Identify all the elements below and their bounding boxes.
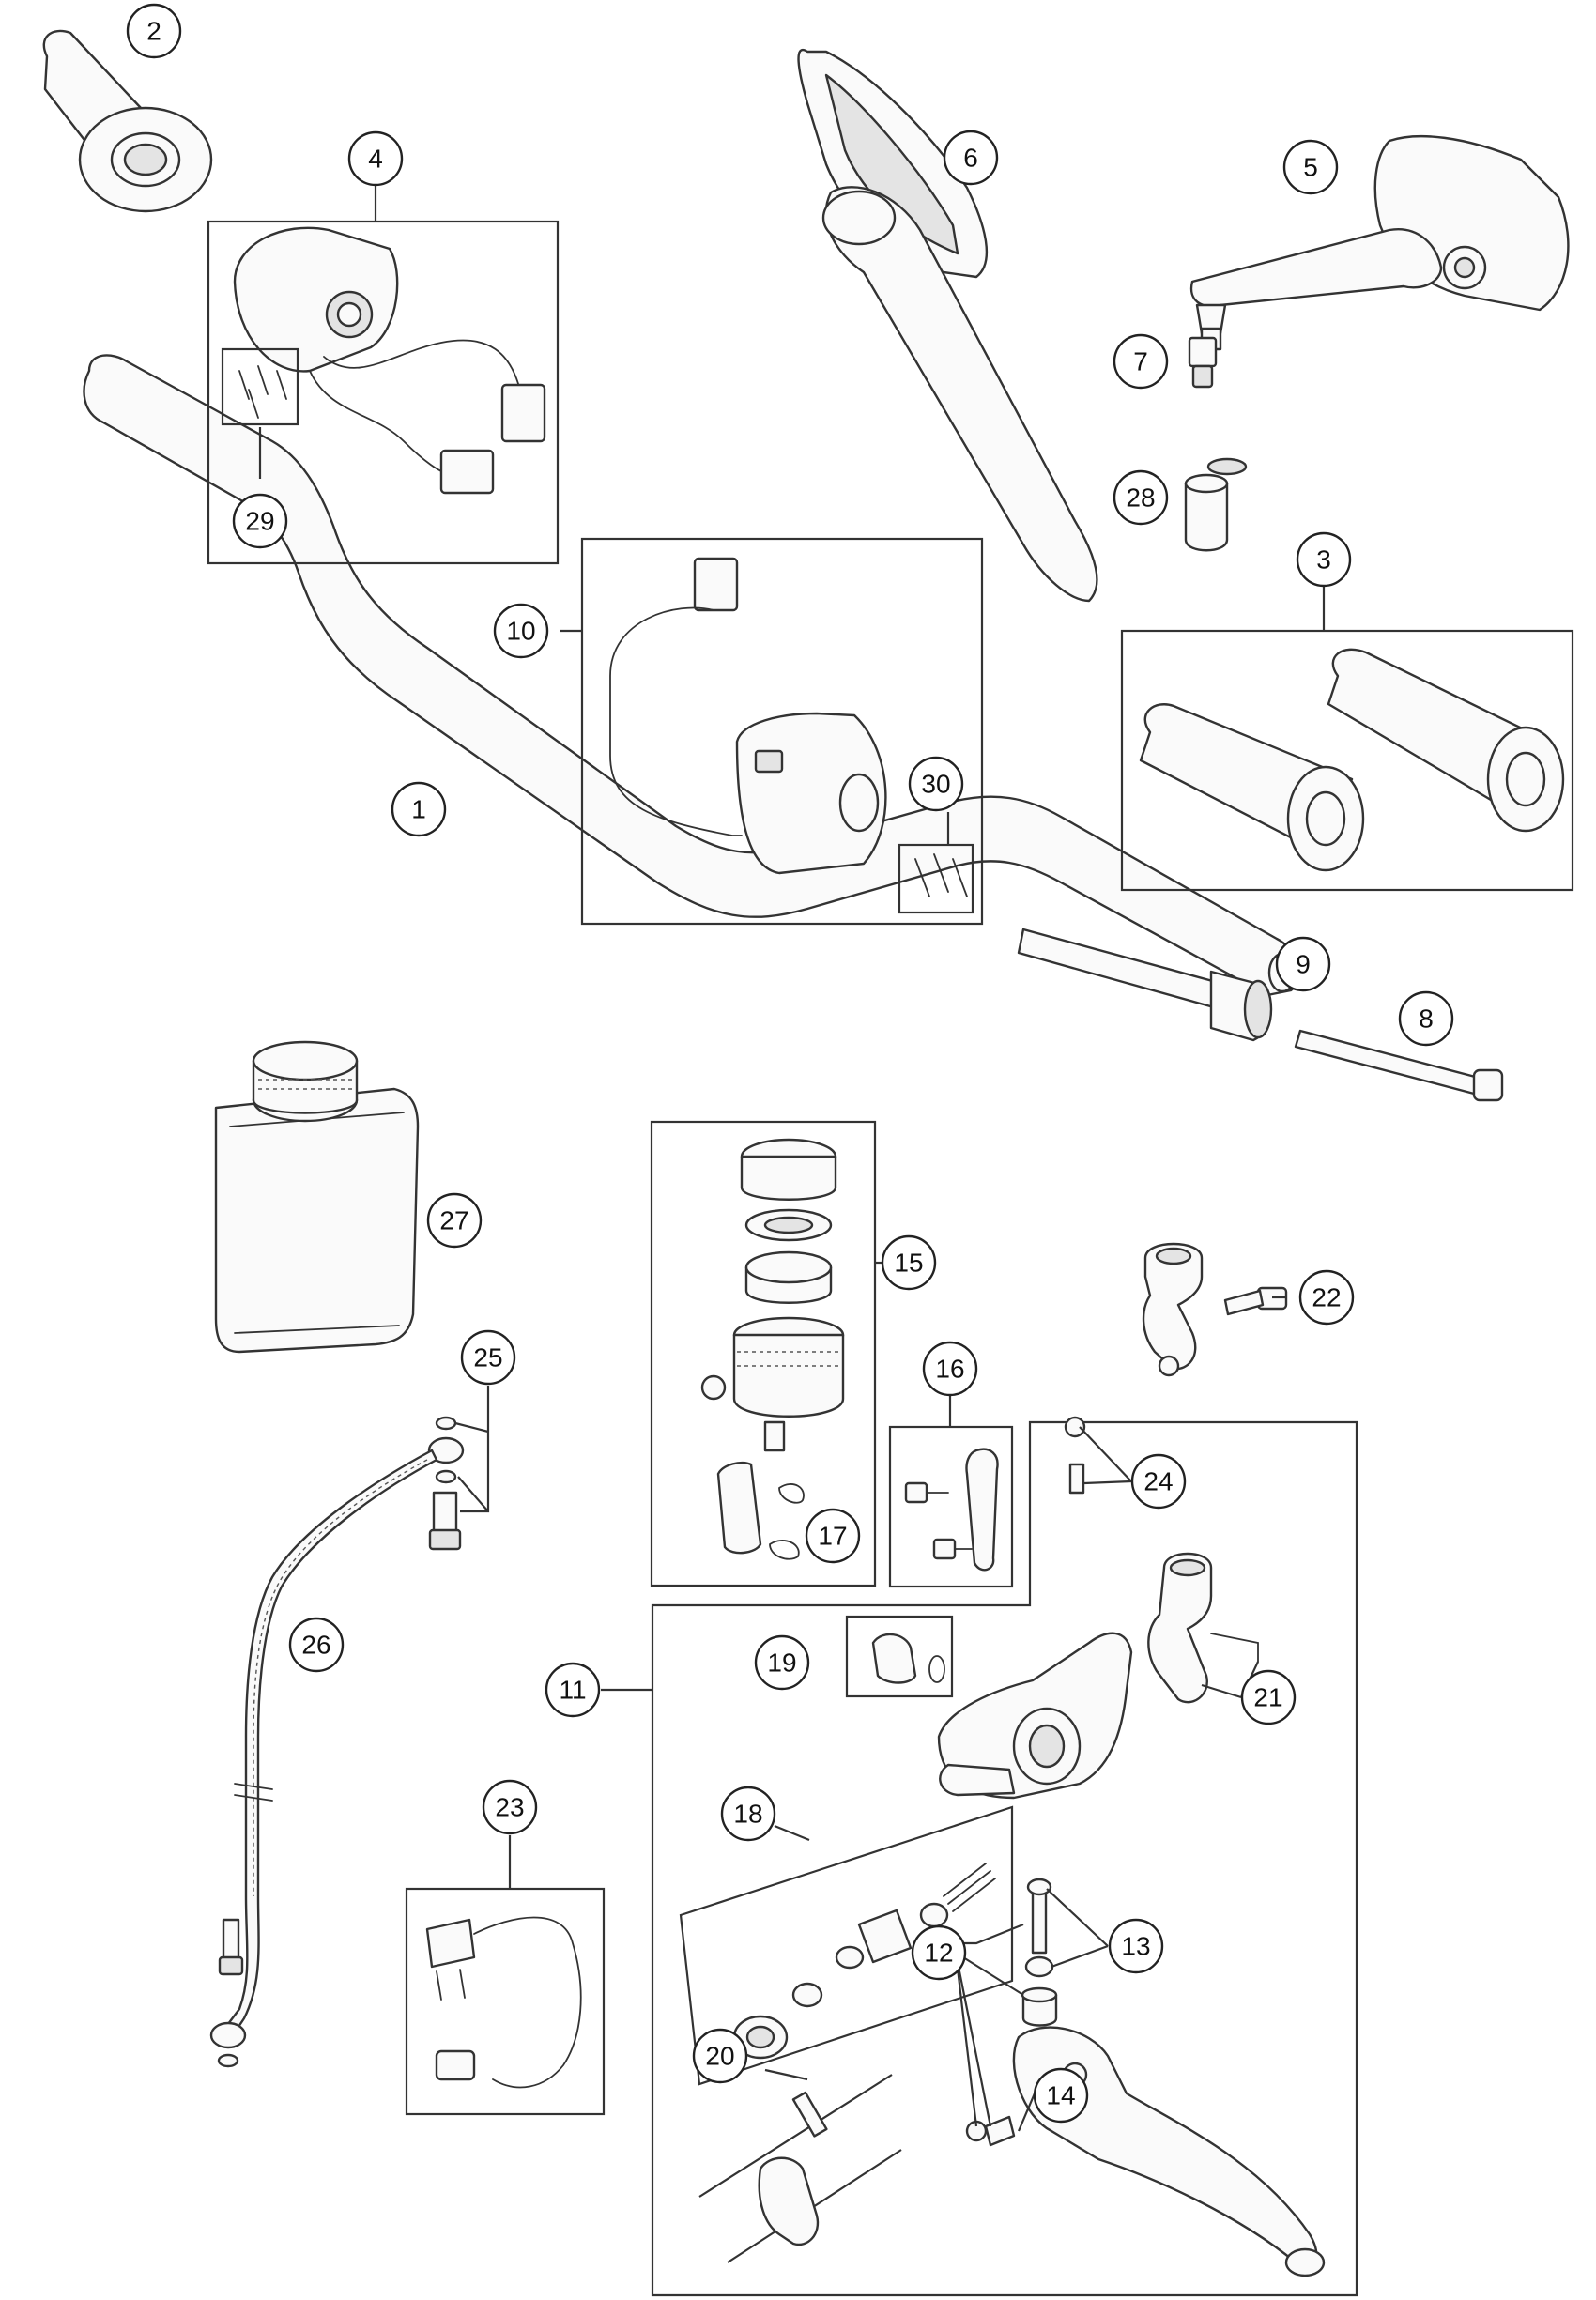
- part-5-mirror-right: [1189, 134, 1570, 351]
- callout-15-label: 15: [894, 1249, 923, 1278]
- part-11-frame: [651, 1420, 1358, 2297]
- callout-25: 25: [460, 1329, 516, 1386]
- part-26-brake-line: [209, 1449, 438, 2068]
- callout-10-label: 10: [506, 617, 535, 646]
- callout-25-label: 25: [473, 1343, 502, 1372]
- callout-27: 27: [426, 1192, 483, 1249]
- callout-1: 1: [391, 781, 447, 837]
- callout-23: 23: [482, 1779, 538, 1835]
- callout-5: 5: [1282, 139, 1339, 195]
- callout-24-label: 24: [1143, 1467, 1173, 1496]
- callout-17-label: 17: [818, 1522, 847, 1551]
- part-10-frame: [580, 537, 984, 926]
- callout-12-label: 12: [924, 1939, 953, 1968]
- part-23-brake-light-switch: [405, 1887, 606, 2116]
- part-16-bracket: [888, 1425, 1014, 1588]
- callout-13-label: 13: [1121, 1932, 1150, 1961]
- part-4-left-switch: [207, 220, 560, 565]
- callout-6: 6: [943, 130, 999, 186]
- callout-23-label: 23: [495, 1793, 524, 1822]
- callout-19: 19: [754, 1634, 810, 1691]
- callout-3-label: 3: [1316, 545, 1331, 575]
- callout-21: 21: [1240, 1669, 1297, 1725]
- part-19-frame: [845, 1615, 954, 1698]
- callout-26-label: 26: [301, 1631, 330, 1660]
- callout-16-label: 16: [935, 1355, 964, 1384]
- part-29-frame: [221, 347, 299, 426]
- callout-11: 11: [545, 1662, 601, 1718]
- callout-19-label: 19: [767, 1648, 796, 1678]
- callout-22-label: 22: [1312, 1283, 1341, 1312]
- callout-18-label: 18: [733, 1800, 762, 1829]
- callout-22: 22: [1298, 1269, 1355, 1326]
- callout-14: 14: [1033, 2067, 1089, 2124]
- part-9-bar-end: [1017, 928, 1273, 1042]
- callout-1-label: 1: [411, 795, 426, 824]
- part-27-fluid-can: [214, 1040, 420, 1354]
- callout-9: 9: [1275, 936, 1331, 992]
- callout-20-label: 20: [705, 2042, 734, 2071]
- callout-21-label: 21: [1253, 1683, 1282, 1712]
- callout-12: 12: [911, 1924, 967, 1981]
- callout-28-label: 28: [1126, 483, 1155, 513]
- part-28-mirror-nut: [1184, 457, 1248, 552]
- callout-10: 10: [493, 603, 549, 659]
- part-10-right-switch: [580, 537, 984, 926]
- callout-5-label: 5: [1303, 153, 1318, 182]
- callout-9-label: 9: [1296, 950, 1311, 979]
- callout-2: 2: [126, 3, 182, 59]
- callout-4: 4: [347, 130, 404, 187]
- part-22-clamp: [1142, 1242, 1288, 1377]
- callout-14-label: 14: [1046, 2081, 1075, 2110]
- callout-24: 24: [1130, 1453, 1187, 1510]
- part-30-frame: [898, 843, 974, 914]
- callout-30-label: 30: [921, 770, 950, 799]
- callout-26: 26: [288, 1617, 345, 1673]
- callout-15: 15: [881, 1234, 937, 1291]
- part-11-master-cylinder: [651, 1416, 1358, 2297]
- callout-2-label: 2: [146, 17, 161, 46]
- part-1-handlebar: [83, 354, 1301, 997]
- part-4-frame: [207, 220, 560, 565]
- callout-16: 16: [922, 1341, 978, 1397]
- callout-4-label: 4: [368, 145, 383, 174]
- part-3-grip-pair: [1120, 629, 1574, 892]
- callout-20: 20: [692, 2028, 748, 2084]
- callout-6-label: 6: [963, 144, 978, 173]
- callout-18: 18: [720, 1786, 776, 1842]
- callout-29: 29: [232, 493, 288, 549]
- callout-7-label: 7: [1133, 347, 1148, 376]
- callout-3: 3: [1296, 531, 1352, 588]
- callout-8-label: 8: [1419, 1004, 1434, 1034]
- callout-27-label: 27: [439, 1206, 468, 1235]
- callout-11-label: 11: [559, 1676, 586, 1705]
- callout-28: 28: [1113, 469, 1169, 526]
- part-6-mirror-left: [797, 48, 1098, 603]
- callout-29-label: 29: [245, 507, 274, 536]
- callout-8: 8: [1398, 990, 1454, 1047]
- part-2-grip: [42, 29, 213, 213]
- part-18-frame: [679, 1805, 1014, 2086]
- part-15-reservoir: [650, 1120, 877, 1587]
- callout-7: 7: [1113, 333, 1169, 390]
- part-8-screw: [1294, 1029, 1504, 1102]
- callout-13: 13: [1108, 1918, 1164, 1974]
- part-25-fittings: [427, 1416, 465, 1551]
- part-7-adapter: [1188, 336, 1218, 389]
- part-15-frame: [650, 1120, 877, 1587]
- part-3-frame: [1120, 629, 1574, 892]
- callout-30: 30: [908, 756, 964, 812]
- callout-17: 17: [805, 1508, 861, 1564]
- part-23-frame: [405, 1887, 606, 2116]
